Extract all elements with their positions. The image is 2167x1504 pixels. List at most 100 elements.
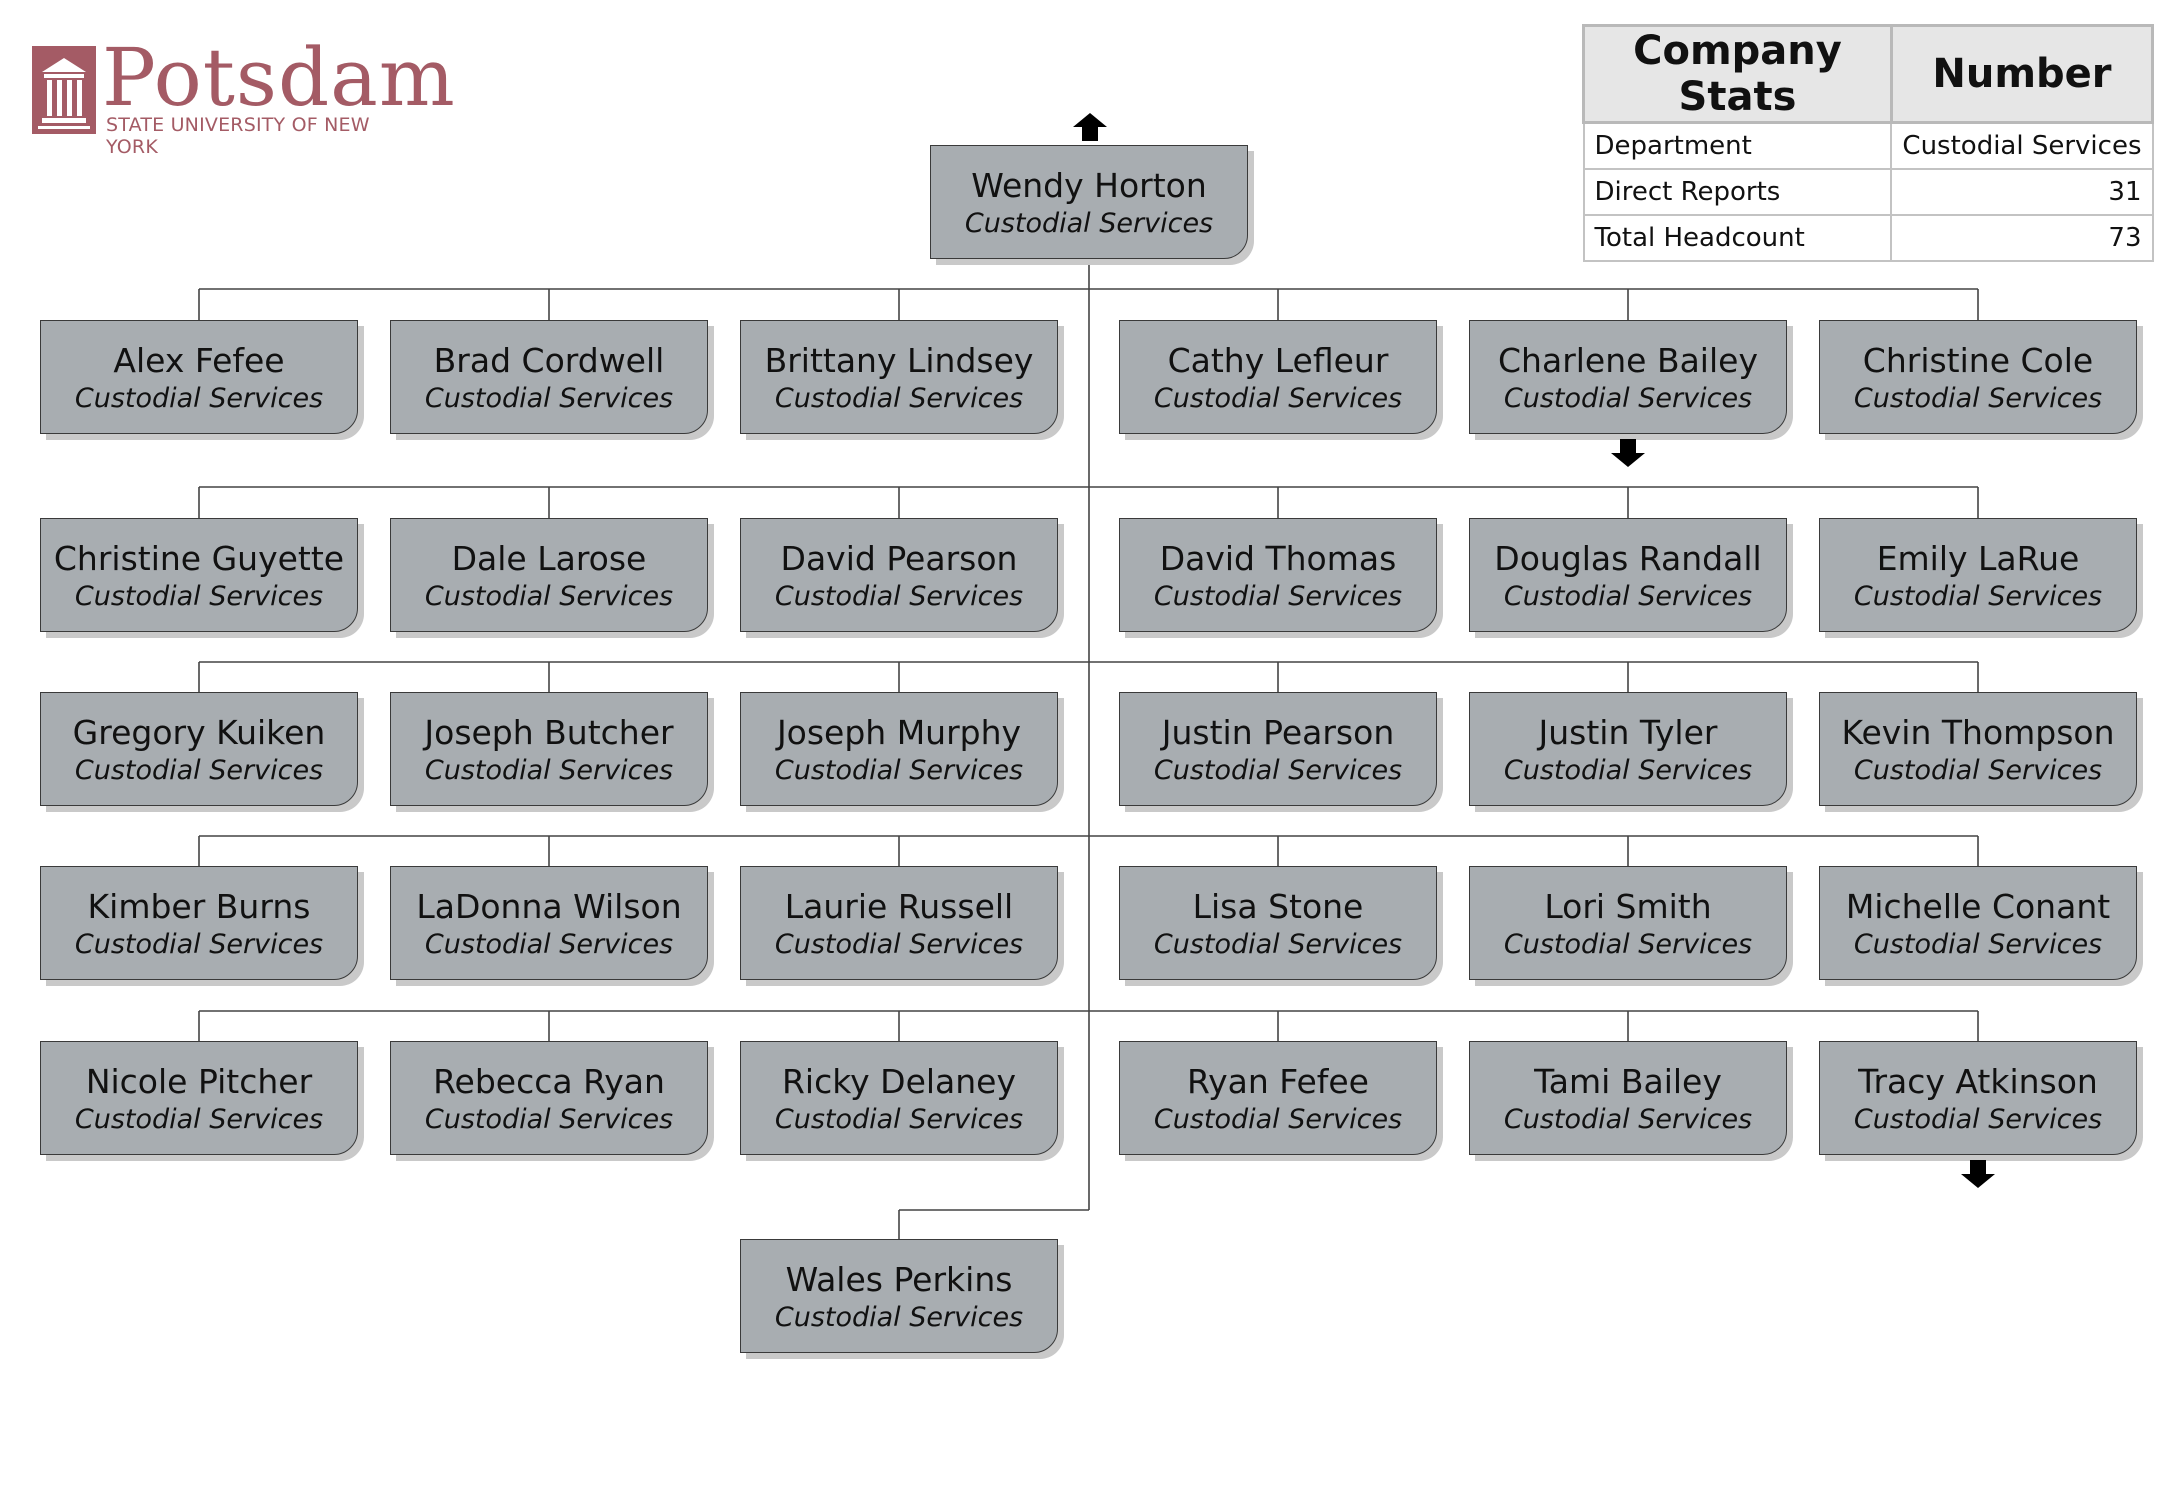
stats-row: Total Headcount 73: [1582, 214, 2154, 262]
stats-label: Direct Reports: [1582, 168, 1893, 216]
node-department: Custodial Services: [1503, 755, 1753, 786]
node-name: Brad Cordwell: [433, 341, 665, 380]
node-department: Custodial Services: [1503, 383, 1753, 414]
node-department: Custodial Services: [964, 208, 1214, 239]
node-department: Custodial Services: [1153, 929, 1403, 960]
node-name: Kimber Burns: [87, 887, 311, 926]
node-name: Alex Fefee: [113, 341, 285, 380]
node-name: LaDonna Wilson: [416, 887, 682, 926]
node-department: Custodial Services: [1503, 929, 1753, 960]
node-name: Charlene Bailey: [1498, 341, 1758, 380]
node-name: Cathy Lefleur: [1167, 341, 1389, 380]
node-department: Custodial Services: [424, 383, 674, 414]
node-name: Christine Guyette: [53, 539, 345, 578]
expand-down-arrow-icon[interactable]: [1960, 1159, 1996, 1189]
node-department: Custodial Services: [74, 581, 324, 612]
node-name: Lori Smith: [1544, 887, 1712, 926]
navigate-up-arrow-icon[interactable]: [1072, 112, 1108, 142]
stats-label: Total Headcount: [1582, 214, 1893, 262]
node-name: Wales Perkins: [785, 1260, 1013, 1299]
node-department: Custodial Services: [1853, 1104, 2103, 1135]
node-name: Rebecca Ryan: [433, 1062, 665, 1101]
node-name: Tami Bailey: [1534, 1062, 1722, 1101]
node-department: Custodial Services: [74, 383, 324, 414]
node-name: Kevin Thompson: [1841, 713, 2115, 752]
stats-row: Department Custodial Services: [1582, 121, 2154, 170]
node-name: Brittany Lindsey: [764, 341, 1034, 380]
logo-tagline: STATE UNIVERSITY OF NEW YORK: [106, 114, 370, 158]
node-department: Custodial Services: [74, 1104, 324, 1135]
node-name: Christine Cole: [1862, 341, 2094, 380]
node-department: Custodial Services: [424, 755, 674, 786]
node-name: Ricky Delaney: [781, 1062, 1017, 1101]
node-name: David Pearson: [780, 539, 1018, 578]
node-name: Justin Tyler: [1538, 713, 1718, 752]
node-department: Custodial Services: [774, 1104, 1024, 1135]
node-name: Nicole Pitcher: [85, 1062, 313, 1101]
company-stats-table: Company Stats Number Department Custodia…: [1582, 24, 2155, 262]
node-department: Custodial Services: [424, 929, 674, 960]
node-department: Custodial Services: [774, 755, 1024, 786]
node-department: Custodial Services: [424, 581, 674, 612]
potsdam-logo: Potsdam STATE UNIVERSITY OF NEW YORK: [32, 38, 455, 158]
node-department: Custodial Services: [1503, 1104, 1753, 1135]
node-department: Custodial Services: [1153, 383, 1403, 414]
stats-header-label: Company Stats: [1582, 24, 1893, 124]
node-name: Ryan Fefee: [1187, 1062, 1369, 1101]
org-node-manager[interactable]: Wendy Horton Custodial Services: [930, 145, 1248, 259]
node-department: Custodial Services: [424, 1104, 674, 1135]
node-name: Dale Larose: [451, 539, 647, 578]
node-department: Custodial Services: [74, 929, 324, 960]
node-department: Custodial Services: [774, 929, 1024, 960]
logo-wordmark: Potsdam: [102, 31, 456, 124]
node-name: Wendy Horton: [971, 166, 1207, 205]
stats-header-row: Company Stats Number: [1582, 24, 2155, 124]
node-department: Custodial Services: [774, 581, 1024, 612]
stats-row: Direct Reports 31: [1582, 168, 2154, 216]
node-name: Laurie Russell: [784, 887, 1014, 926]
node-name: Tracy Atkinson: [1858, 1062, 2098, 1101]
node-department: Custodial Services: [1853, 581, 2103, 612]
node-department: Custodial Services: [774, 383, 1024, 414]
node-department: Custodial Services: [774, 1302, 1024, 1333]
node-name: Joseph Murphy: [776, 713, 1022, 752]
stats-value: Custodial Services: [1890, 121, 2154, 170]
stats-value: 73: [1890, 214, 2154, 262]
node-name: Gregory Kuiken: [72, 713, 326, 752]
expand-down-arrow-icon[interactable]: [1610, 438, 1646, 468]
node-department: Custodial Services: [1503, 581, 1753, 612]
stats-label: Department: [1582, 121, 1893, 170]
